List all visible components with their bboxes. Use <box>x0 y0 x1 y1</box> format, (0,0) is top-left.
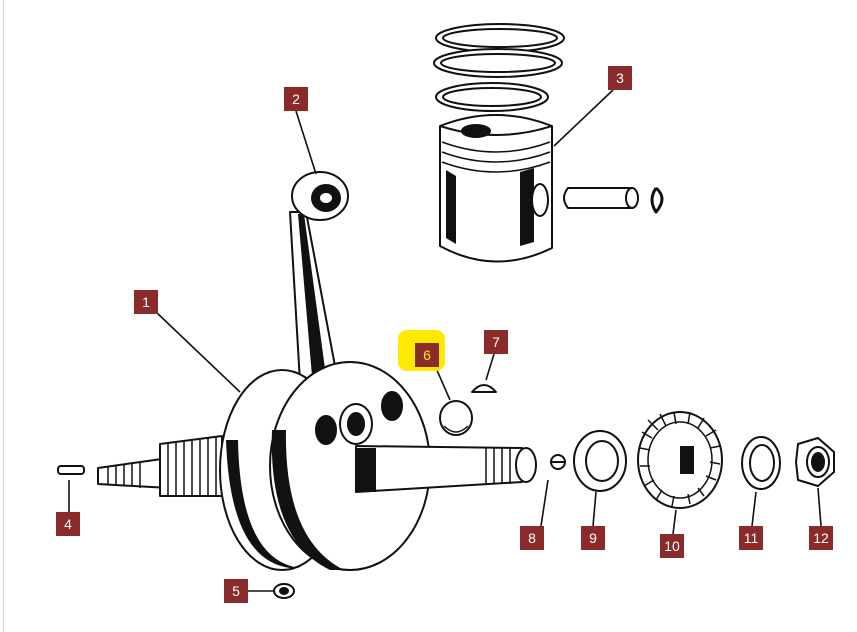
callout-7[interactable]: 7 <box>484 330 508 354</box>
callout-5[interactable]: 5 <box>224 579 248 603</box>
gear-part <box>637 411 723 509</box>
hex-nut-part <box>795 437 835 487</box>
callout-4[interactable]: 4 <box>56 512 80 536</box>
cap-part <box>439 400 473 436</box>
leader-6 <box>435 367 451 401</box>
right-shaft <box>355 445 532 493</box>
key-part <box>471 384 497 393</box>
callout-6[interactable]: 6 <box>415 343 439 367</box>
callout-11[interactable]: 11 <box>739 526 763 550</box>
leader-8 <box>540 479 549 527</box>
leader-9 <box>592 491 597 527</box>
callout-2[interactable]: 2 <box>284 87 308 111</box>
callout-12[interactable]: 12 <box>809 526 833 550</box>
leader-12 <box>817 487 822 527</box>
leader-7 <box>485 353 495 381</box>
leader-lines <box>68 89 822 592</box>
leader-2 <box>295 110 317 175</box>
callout-9[interactable]: 9 <box>581 526 605 550</box>
leader-3 <box>553 89 614 147</box>
flywheel-hole-left <box>315 415 337 445</box>
callout-10[interactable]: 10 <box>660 534 684 558</box>
leader-11 <box>751 491 757 527</box>
leader-10 <box>672 509 677 535</box>
piston-part <box>433 23 664 263</box>
flywheel-hole-right <box>381 391 403 421</box>
connecting-rod-part <box>289 171 349 383</box>
crankshaft-part <box>97 361 537 571</box>
pin-part <box>57 465 85 475</box>
leader-1 <box>155 311 241 393</box>
piston-clip <box>650 186 664 214</box>
callout-1[interactable]: 1 <box>134 290 158 314</box>
page-border <box>3 0 4 632</box>
nut-part <box>550 454 566 470</box>
callout-3[interactable]: 3 <box>608 66 632 90</box>
callout-8[interactable]: 8 <box>520 526 544 550</box>
